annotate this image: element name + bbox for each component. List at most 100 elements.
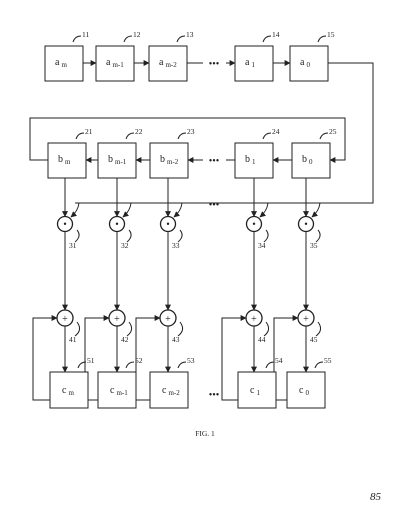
adder-symbol: + bbox=[62, 314, 68, 325]
adder-ref: 44 bbox=[258, 335, 266, 344]
page-number: 85 bbox=[370, 491, 382, 503]
figure-caption: FIG. 1 bbox=[195, 429, 215, 438]
reference-leader bbox=[75, 132, 85, 140]
reference-leader bbox=[176, 35, 186, 43]
adder-symbol: + bbox=[251, 314, 257, 325]
accumulate-feedback bbox=[135, 315, 161, 401]
register-a-ref: 14 bbox=[272, 30, 280, 39]
register-b-feedback bbox=[29, 117, 346, 163]
register-c-ref: 52 bbox=[135, 356, 143, 365]
multiplier-ref: 34 bbox=[258, 241, 266, 250]
register-a-cell bbox=[234, 45, 274, 82]
multiplier-ref: 31 bbox=[69, 241, 77, 250]
register-c-cell bbox=[97, 371, 137, 409]
register-b-cell bbox=[291, 142, 331, 179]
adder-node bbox=[159, 309, 177, 327]
adder-node bbox=[108, 309, 126, 327]
multiplier-node bbox=[245, 215, 263, 233]
multiplier-continuation: ••• bbox=[209, 200, 220, 211]
multiplier-node bbox=[297, 215, 315, 233]
multiplier-node bbox=[56, 215, 74, 233]
reference-leader bbox=[263, 321, 270, 337]
connection-wires bbox=[29, 35, 374, 401]
reference-leader bbox=[317, 35, 327, 43]
multiplier-ref: 33 bbox=[172, 241, 180, 250]
adder-ref: 43 bbox=[172, 335, 180, 344]
reference-leader bbox=[177, 361, 187, 369]
adder-node bbox=[297, 309, 315, 327]
register-c-cell bbox=[149, 371, 189, 409]
reference-leader bbox=[74, 321, 81, 337]
reference-leader bbox=[126, 321, 133, 337]
adder-node bbox=[245, 309, 263, 327]
reference-leader bbox=[263, 229, 269, 243]
register-b-cell bbox=[47, 142, 87, 179]
reference-leader bbox=[72, 35, 82, 43]
reference-leader bbox=[177, 229, 183, 243]
adder-symbol: + bbox=[165, 314, 171, 325]
reference-leader bbox=[315, 321, 322, 337]
reference-leader bbox=[177, 321, 184, 337]
multiplier-symbol: • bbox=[115, 220, 119, 231]
register-c-cell bbox=[49, 371, 89, 409]
register-a-cell bbox=[44, 45, 84, 82]
reference-leader bbox=[74, 229, 80, 243]
register-b-cell bbox=[97, 142, 137, 179]
multiplier-node bbox=[108, 215, 126, 233]
multiplier-ref: 35 bbox=[310, 241, 318, 250]
reference-leader bbox=[315, 229, 321, 243]
register-b-ref: 21 bbox=[85, 127, 93, 136]
bus-to-multiplier bbox=[173, 202, 183, 218]
reference-leader bbox=[314, 361, 324, 369]
register-a-ref: 11 bbox=[82, 30, 89, 39]
reference-leader bbox=[126, 229, 132, 243]
register-a-ref: 12 bbox=[133, 30, 141, 39]
register-a-continuation: ••• bbox=[209, 59, 220, 70]
register-b-cell bbox=[149, 142, 189, 179]
register-c-cell bbox=[237, 371, 277, 409]
register-b-continuation: ••• bbox=[209, 156, 220, 167]
register-a-ref: 15 bbox=[327, 30, 335, 39]
reference-leader bbox=[123, 35, 133, 43]
adder-ref: 41 bbox=[69, 335, 77, 344]
multiplier-symbol: • bbox=[166, 220, 170, 231]
register-c-ref: 55 bbox=[324, 356, 332, 365]
register-cells bbox=[44, 45, 331, 409]
register-a-ref: 13 bbox=[186, 30, 194, 39]
adder-node bbox=[56, 309, 74, 327]
reference-leader bbox=[125, 361, 135, 369]
reference-leader bbox=[125, 132, 135, 140]
adder-symbol: + bbox=[114, 314, 120, 325]
bus-to-multiplier bbox=[70, 202, 80, 218]
a-output-bus bbox=[320, 62, 374, 204]
bus-to-multiplier bbox=[259, 202, 269, 218]
register-b-ref: 23 bbox=[187, 127, 195, 136]
adder-ref: 45 bbox=[310, 335, 318, 344]
register-c-ref: 54 bbox=[275, 356, 283, 365]
register-a-cell bbox=[289, 45, 329, 82]
accumulate-feedback bbox=[84, 315, 110, 401]
accumulate-feedback bbox=[32, 315, 58, 401]
adder-ref: 42 bbox=[121, 335, 129, 344]
bus-to-multiplier bbox=[311, 202, 321, 218]
register-b-ref: 24 bbox=[272, 127, 280, 136]
reference-leader bbox=[319, 132, 329, 140]
register-a-cell bbox=[148, 45, 188, 82]
reference-leader bbox=[262, 132, 272, 140]
multiplier-node bbox=[159, 215, 177, 233]
reference-leader bbox=[177, 132, 187, 140]
accumulate-feedback bbox=[273, 315, 299, 401]
reference-leader bbox=[265, 361, 275, 369]
